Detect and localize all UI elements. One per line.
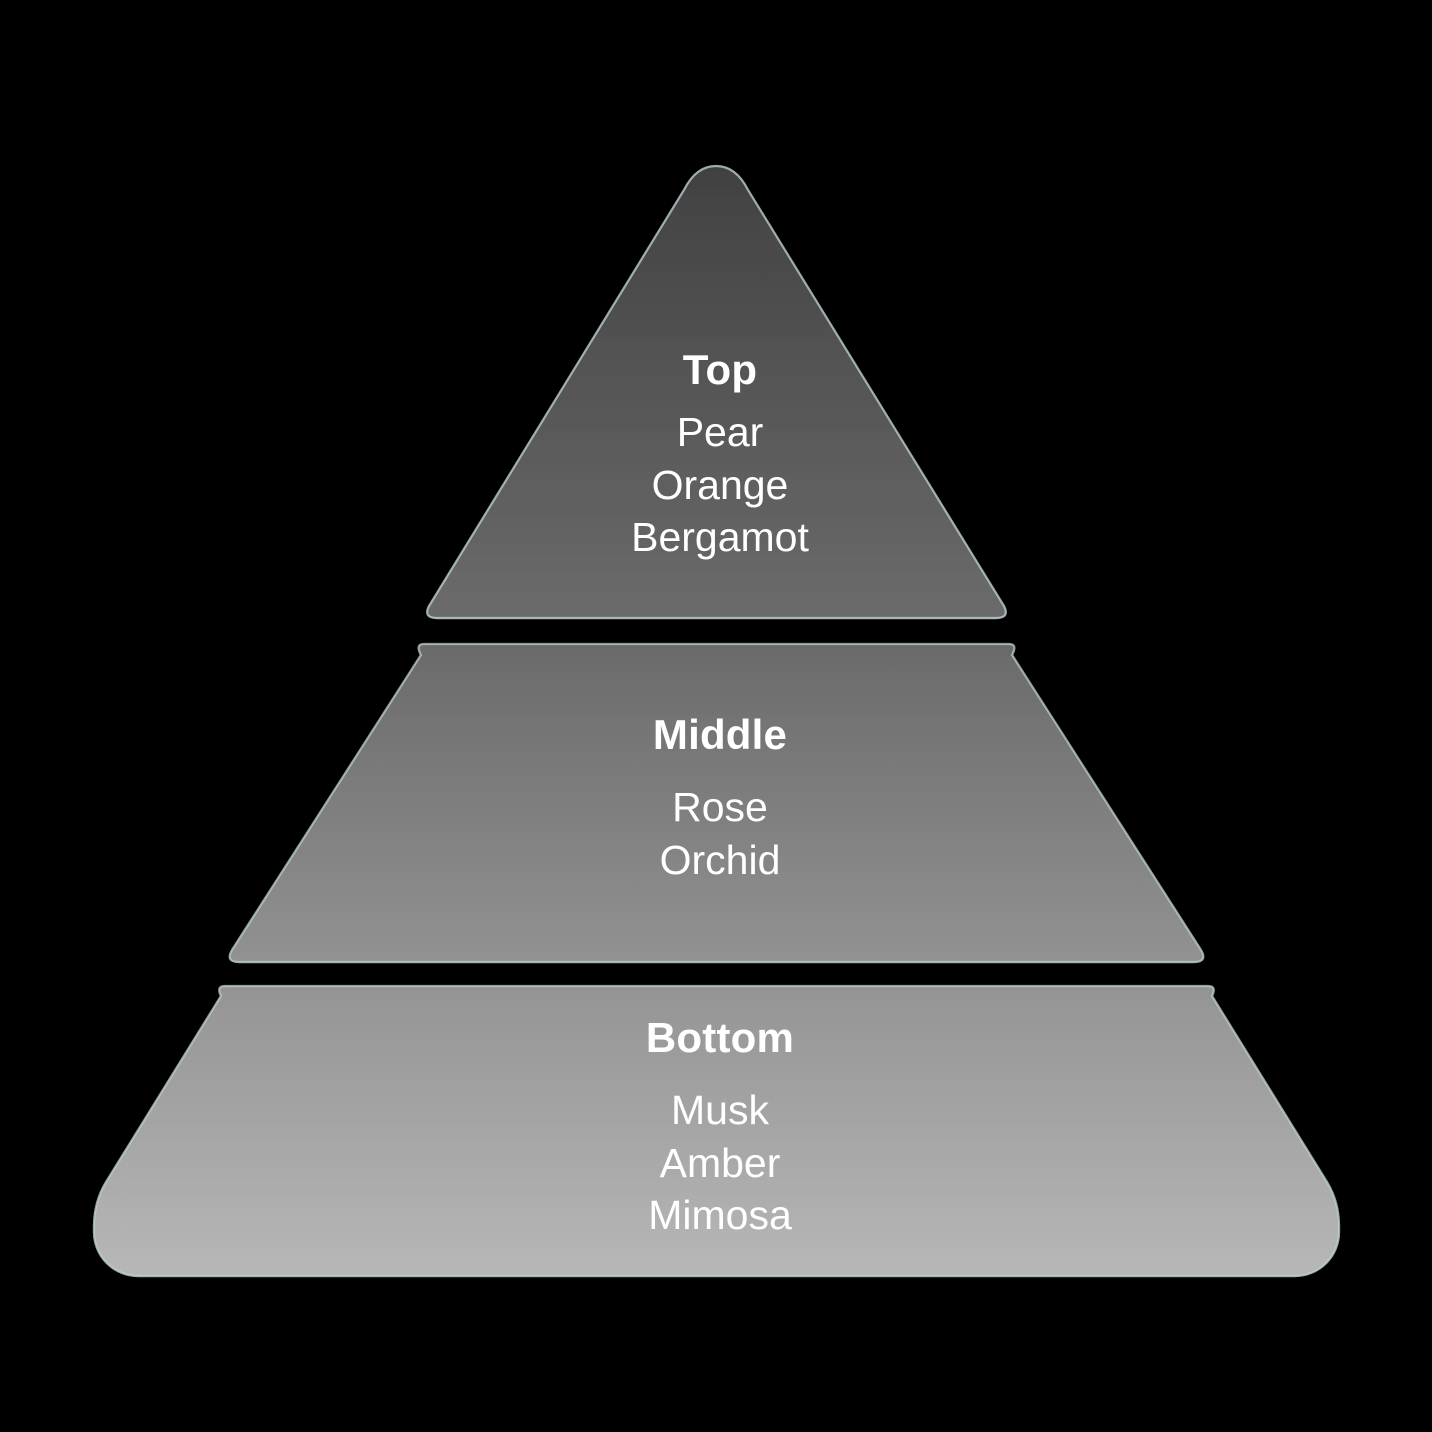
pyramid-tier-top-shape[interactable]: [426, 164, 1007, 620]
pyramid-tier-middle-shape[interactable]: [228, 642, 1205, 964]
pyramid-tier-bottom-shape[interactable]: [92, 984, 1341, 1278]
